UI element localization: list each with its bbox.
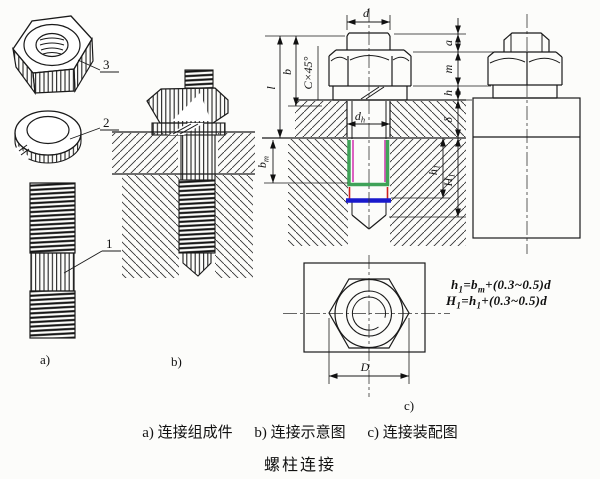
dim-bm-label: bm [255,156,271,168]
dim-h1-label: h1 [426,165,442,175]
chamfer-callout: C×45° [301,56,315,89]
caption-c: c) 连接装配图 [367,425,458,441]
dim-a-label: a [441,40,455,46]
formula-h1: h1=bm+(0.3~0.5)d [451,277,551,295]
dim-h-label: h [441,90,455,96]
dim-d-label: d [363,6,370,20]
assembly-side-view [472,32,581,239]
figure-title: 螺柱连接 [263,457,336,474]
extension-lines [264,15,502,384]
stud-number-label: 1 [106,236,113,251]
sub-caption-c: c) [404,398,414,413]
figure-captions: a) 连接组成件 b) 连接示意图 c) 连接装配图 [0,421,600,442]
spring-washer-pictorial [14,110,82,164]
dim-D-label: D [360,360,370,374]
dim-b-label: b [280,69,294,75]
washer-number-label: 2 [103,115,110,130]
caption-b: b) 连接示意图 [254,425,346,441]
dim-delta-label: δ [441,117,455,123]
assembly-front-view [262,32,466,246]
engagement-outline [347,140,390,187]
assembly-schematic [112,69,255,278]
nut-number-label: 3 [103,57,110,72]
dim-H1-label: H1 [441,174,457,188]
dimension-lines [270,18,461,379]
dim-m-label: m [441,64,455,73]
hex-nut-pictorial [12,15,94,96]
assembly-top-view [303,262,426,353]
dim-dh-label: dh [355,109,365,125]
thread-engagement-highlights [346,140,391,203]
part-number-leaders [63,59,121,274]
dim-l-label: l [264,86,278,90]
formula-H1: H1=h1+(0.3~0.5)d [446,293,548,311]
caption-a: a) 连接组成件 [142,425,233,441]
stud-pictorial [29,182,76,339]
sub-caption-a: a) [40,352,50,367]
sub-caption-b: b) [171,354,182,369]
